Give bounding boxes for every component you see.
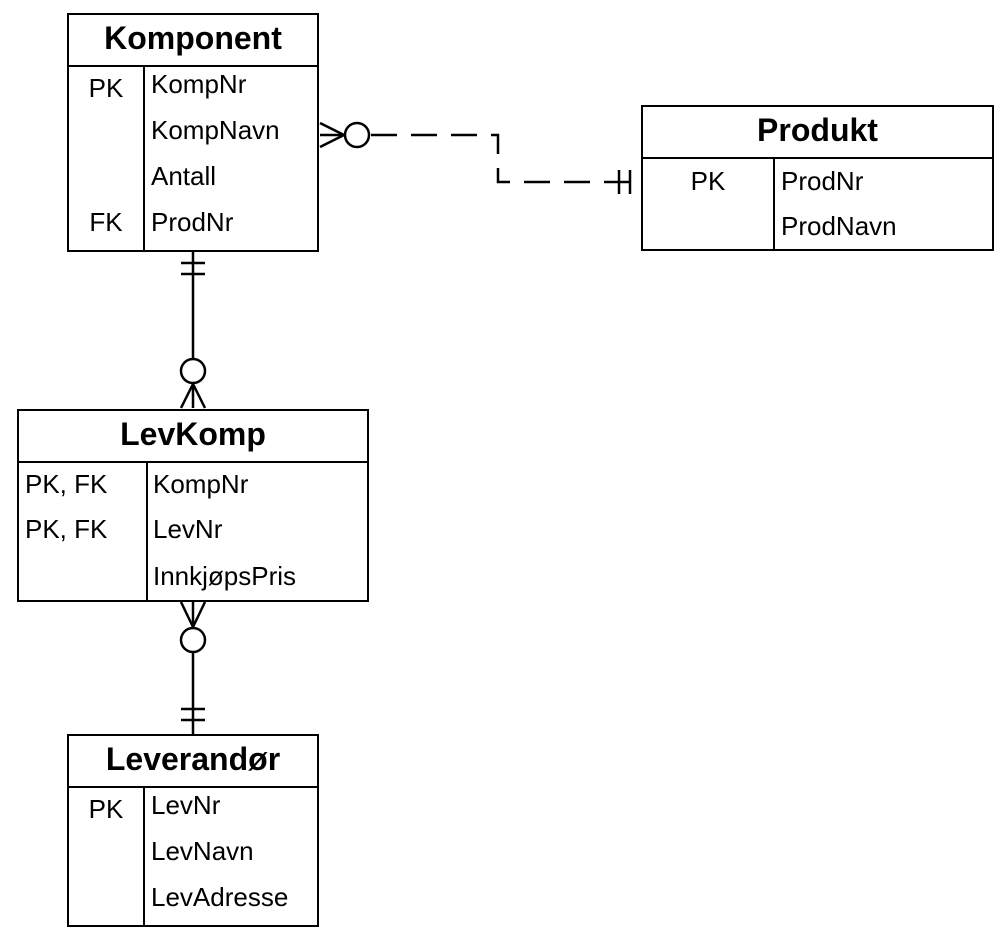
attribute-label: ProdNr (781, 166, 864, 196)
key-label: PK (690, 166, 726, 196)
attribute-label: InnkjøpsPris (153, 561, 297, 591)
column-divider (143, 65, 145, 250)
entity-title: Produkt (643, 107, 992, 159)
entity-levkomp: LevKomp PK, FK KompNr PK, FK LevNr Innkj… (17, 409, 369, 602)
entity-title: Komponent (69, 15, 317, 67)
column-divider (146, 461, 148, 600)
relationship-komponent-levkomp (179, 252, 207, 409)
key-label: PK, FK (25, 469, 108, 499)
relationship-levkomp-leverandor (179, 601, 207, 734)
entity-komponent: Komponent PK KompNr KompNavn Antall FK P… (67, 13, 319, 252)
key-label: PK, FK (25, 514, 108, 544)
column-divider (143, 786, 145, 925)
attribute-label: LevNavn (151, 836, 254, 866)
relationship-komponent-produkt (319, 121, 641, 194)
attribute-label: KompNr (151, 69, 247, 99)
entity-title: LevKomp (19, 411, 367, 463)
entity-title: Leverandør (69, 736, 317, 788)
attribute-label: LevNr (153, 514, 223, 544)
attribute-label: LevNr (151, 790, 221, 820)
entity-leverandor: Leverandør PK LevNr LevNavn LevAdresse (67, 734, 319, 927)
attribute-label: LevAdresse (151, 882, 289, 912)
attribute-label: Antall (151, 161, 217, 191)
entity-produkt: Produkt PK ProdNr ProdNavn (641, 105, 994, 251)
key-label: PK (88, 73, 124, 103)
key-label: PK (88, 794, 124, 824)
attribute-label: KompNr (153, 469, 249, 499)
attribute-label: KompNavn (151, 115, 280, 145)
attribute-label: ProdNavn (781, 211, 897, 241)
attribute-label: ProdNr (151, 207, 234, 237)
column-divider (773, 157, 775, 249)
key-label: FK (89, 207, 123, 237)
